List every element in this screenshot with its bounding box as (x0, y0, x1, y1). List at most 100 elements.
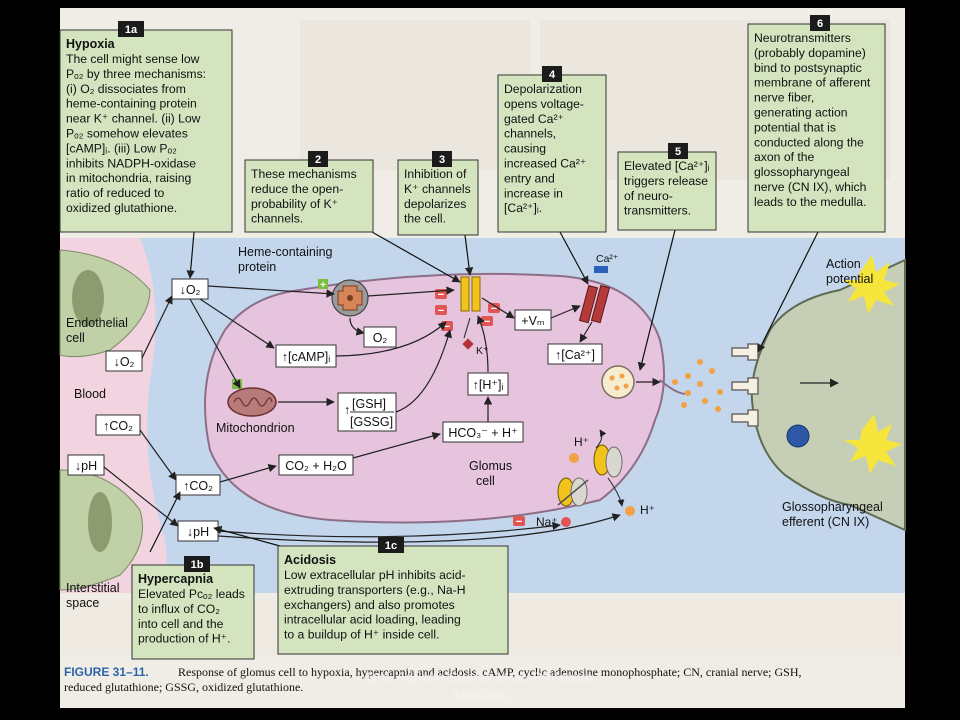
ca-channel-block (594, 266, 608, 273)
callout-c1c-line: exchangers) and also promotes (284, 598, 455, 612)
callout-c3-line: the cell. (404, 212, 446, 226)
caption-line-1: Response of glomus cell to hypoxia, hype… (178, 665, 802, 679)
o2-release-arrow (349, 317, 365, 336)
callout-c6-line: generating action (754, 106, 848, 120)
callout-c5-line: of neuro- (624, 189, 673, 203)
callout-c4-badge (542, 66, 562, 82)
callout-c1a-line: Pₒ₂ somehow elevates (66, 127, 188, 141)
callout-c4-line: causing (504, 142, 546, 156)
mitochondrion-label: Mitochondrion (216, 421, 295, 435)
callout-c3-badge (432, 151, 452, 167)
h-ion-2 (625, 506, 635, 516)
callout-c6-line: axon of the (754, 150, 815, 164)
watermark-line-1: Dra. Adriana Suarez MSc. Profesora (366, 669, 594, 685)
callout-c5-number: 5 (675, 146, 681, 158)
co2-h2o-label: CO₂ + H₂O (285, 459, 347, 473)
chem-boxes (67, 278, 603, 542)
heme-label-l1: Heme-containing (238, 245, 333, 259)
k-channel (460, 276, 481, 312)
na-h-exchanger (557, 477, 589, 507)
callout-c4-line: channels, (504, 127, 556, 141)
svg-text:−: − (438, 305, 444, 317)
ph-low-blood-label: ↓pH (75, 459, 97, 473)
callout-c2-line: channels. (251, 212, 303, 226)
callout-c4-line: increased Ca²⁺ (504, 157, 586, 171)
interstitial-label-l2: space (66, 596, 99, 610)
callout-c1c-line: intracellular acid loading, leading (284, 613, 461, 627)
callout-c6-line: nerve (CN IX), which (754, 180, 866, 194)
o2-low-blood-label: ↓O₂ (114, 355, 135, 369)
endothelial-label-l1: Endothelial (66, 316, 128, 330)
callout-c6-line: glossopharyngeal (754, 165, 850, 179)
callout-c3-number: 3 (439, 154, 445, 166)
ca2-label: Ca²⁺ (596, 253, 619, 265)
h-efflux-arrow-2 (607, 477, 625, 507)
endothelial-nucleus-top (72, 270, 104, 326)
heme-protein (331, 279, 369, 317)
action-potential-label-l2: potential (826, 272, 873, 286)
callout-c1b-line: into cell and the (138, 617, 224, 631)
ca-intracellular-label: ↑[Ca²⁺] (555, 348, 595, 362)
o2-released-label: O₂ (373, 331, 388, 345)
svg-text:−: − (444, 321, 450, 333)
callout-c1a-line: oxidized glutathione. (66, 201, 177, 215)
callout-c1a-line: heme-containing protein (66, 97, 197, 111)
mitochondrion-icon (227, 387, 277, 417)
callout-c3-line: K⁺ channels (404, 182, 471, 196)
postsynaptic-receptors (731, 343, 759, 427)
callout-c1a-line: [cAMP]ᵢ. (iii) Low Pₒ₂ (66, 141, 177, 155)
callout-c4-line: opens voltage- (504, 97, 584, 111)
camp-label: ↑[cAMP]ᵢ (282, 350, 331, 364)
na-ion (561, 517, 571, 527)
callout-c1c-number: 1c (385, 540, 397, 552)
vm-label: +Vₘ (521, 314, 545, 328)
callout-c1b-line: Elevated Pᴄₒ₂ leads (138, 587, 245, 601)
callout-c4-line: [Ca²⁺]ᵢ. (504, 201, 542, 215)
svg-text:−: − (484, 316, 490, 328)
callout-c6-line: bind to postsynaptic (754, 61, 862, 75)
gsh-label: [GSH] (352, 397, 386, 411)
callout-c1c-line: Low extracellular pH inhibits acid- (284, 568, 466, 582)
callout-c1b-title: Hypercapnia (138, 572, 214, 586)
callout-c5-line: transmitters. (624, 204, 691, 218)
callout-c6-line: (probably dopamine) (754, 46, 866, 60)
o2-low-label: ↓O₂ (180, 283, 201, 297)
glomus-label-l2: cell (476, 474, 495, 488)
callout-c1a-line: ratio of reduced to (66, 186, 164, 200)
k-ion (462, 338, 474, 350)
afferent-nerve-terminal (750, 258, 906, 532)
callout-c1b-line: production of H⁺. (138, 632, 230, 646)
action-potential-burst-bottom (844, 414, 902, 474)
endothelial-label-l2: cell (66, 331, 85, 345)
glosso-label-l2: efferent (CN IX) (782, 515, 869, 529)
callout-c2-line: These mechanisms (251, 167, 357, 181)
ph-low-label: ↓pH (187, 525, 209, 539)
axon-node-dot (786, 424, 810, 448)
h-ion-1 (569, 453, 579, 463)
svg-text:−: − (438, 289, 444, 301)
action-potential-label-l1: Action (826, 257, 861, 271)
plus-mark-heme (318, 279, 328, 289)
h-ion-label-2: H⁺ (640, 503, 655, 517)
callout-c4-line: entry and (504, 171, 555, 185)
ca-channel (578, 284, 611, 324)
watermark: Dra. Adriana Suarez MSc. Profesora Asoci… (330, 668, 630, 704)
blood-label: Blood (74, 387, 106, 401)
callout-pointers (149, 229, 819, 553)
k-ion-label: K⁺ (476, 345, 489, 357)
glomus-cell-release-site (659, 379, 686, 395)
callout-c1a-line: inhibits NADPH-oxidase (66, 156, 196, 170)
gssg-label: [GSSG] (350, 415, 393, 429)
callout-c1a-number: 1a (125, 24, 138, 36)
caption-line-2: reduced glutathione; GSSG, oxidized glut… (64, 680, 303, 694)
figure-caption: FIGURE 31–11. Response of glomus cell to… (64, 665, 802, 694)
callout-c1a-badge (118, 21, 144, 37)
callout-c1a-title: Hypoxia (66, 37, 116, 51)
callout-c1a-line: Pₒ₂ by three mechanisms: (66, 67, 206, 81)
